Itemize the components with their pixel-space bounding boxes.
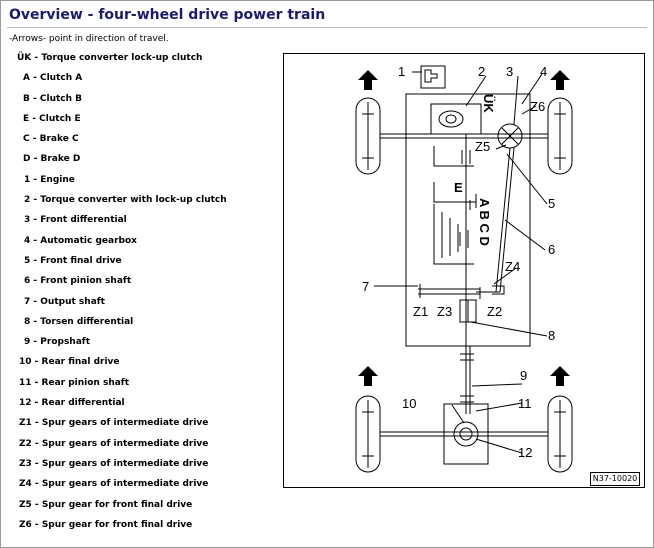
arrow-up-icon (358, 70, 378, 90)
legend-item: 7 - Output shaft (24, 296, 105, 307)
legend-item: 10 - Rear final drive (19, 357, 120, 368)
arrow-up-icon (358, 366, 378, 386)
page-title: Overview - four-wheel drive power train (9, 7, 326, 23)
legend-item: 1 - Engine (24, 174, 75, 185)
gearbox-housing (405, 93, 531, 347)
legend-list: ÜK - Torque converter lock-up clutch A -… (17, 53, 227, 540)
arrow-up-icon (550, 366, 570, 386)
legend-item: ÜK - Torque converter lock-up clutch (17, 53, 203, 63)
label-6: 6 (548, 242, 555, 257)
legend-item: 12 - Rear differential (19, 398, 125, 409)
legend-item: 5 - Front final drive (24, 255, 122, 266)
legend-item: B - Clutch B (23, 93, 83, 104)
label-4: 4 (540, 64, 547, 79)
label-z3: Z3 (437, 304, 452, 319)
label-3: 3 (506, 64, 513, 79)
legend-item: C - Brake C (23, 134, 79, 145)
label-7: 7 (362, 279, 369, 294)
rear-differential (453, 421, 479, 447)
label-abcd: A B C D (477, 198, 492, 246)
front-pinion-shaft (495, 147, 511, 293)
legend-item: D - Brake D (23, 154, 81, 165)
clutch-packs (433, 146, 476, 265)
arrow-up-icon (550, 70, 570, 90)
label-8: 8 (548, 328, 555, 343)
engine-detail (424, 69, 438, 83)
title-divider (7, 27, 647, 28)
legend-item: Z1 - Spur gears of intermediate drive (19, 418, 209, 429)
label-2: 2 (478, 64, 485, 79)
spur-gears (418, 284, 505, 299)
wheels (355, 97, 573, 473)
leader-lines (374, 71, 548, 454)
legend-item: 6 - Front pinion shaft (24, 276, 132, 287)
torque-converter (438, 110, 464, 128)
label-z2: Z2 (487, 304, 502, 319)
torque-converter-housing (430, 103, 482, 135)
legend-item: Z6 - Spur gear for front final drive (19, 519, 193, 530)
power-train-diagram: 1 2 3 4 5 6 7 8 9 10 11 12 Z1 Z2 Z3 Z4 Z… (283, 53, 645, 488)
legend-item: Z3 - Spur gears of intermediate drive (19, 458, 209, 469)
label-12: 12 (518, 445, 532, 460)
label-1: 1 (398, 64, 405, 79)
legend-item: A - Clutch A (23, 73, 83, 84)
legend-item: Z5 - Spur gear for front final drive (19, 499, 193, 510)
direction-note: -Arrows- point in direction of travel. (9, 34, 169, 44)
label-z6: Z6 (530, 99, 545, 114)
label-z4: Z4 (505, 259, 520, 274)
label-9: 9 (520, 368, 527, 383)
rear-final-drive-housing (443, 403, 489, 465)
legend-item: 8 - Torsen differential (24, 316, 134, 327)
label-10: 10 (402, 396, 416, 411)
legend-item: 3 - Front differential (24, 215, 127, 226)
figure-code: N37-10020 (590, 472, 640, 486)
label-5: 5 (548, 196, 555, 211)
direction-arrows (358, 70, 570, 386)
legend-item: Z4 - Spur gears of intermediate drive (19, 479, 209, 490)
legend-item: 9 - Propshaft (24, 337, 90, 348)
label-11: 11 (518, 396, 532, 411)
legend-item: E - Clutch E (23, 113, 81, 124)
label-uk: ÜK (481, 94, 496, 113)
legend-item: 2 - Torque converter with lock-up clutch (24, 195, 227, 206)
legend-item: 11 - Rear pinion shaft (19, 377, 130, 388)
power-train-svg: 1 2 3 4 5 6 7 8 9 10 11 12 Z1 Z2 Z3 Z4 Z… (355, 64, 573, 473)
label-z5: Z5 (475, 139, 490, 154)
legend-item: Z2 - Spur gears of intermediate drive (19, 438, 209, 449)
label-z1: Z1 (413, 304, 428, 319)
label-e: E (454, 180, 463, 195)
legend-item: 4 - Automatic gearbox (24, 235, 137, 246)
engine-block (420, 65, 446, 89)
